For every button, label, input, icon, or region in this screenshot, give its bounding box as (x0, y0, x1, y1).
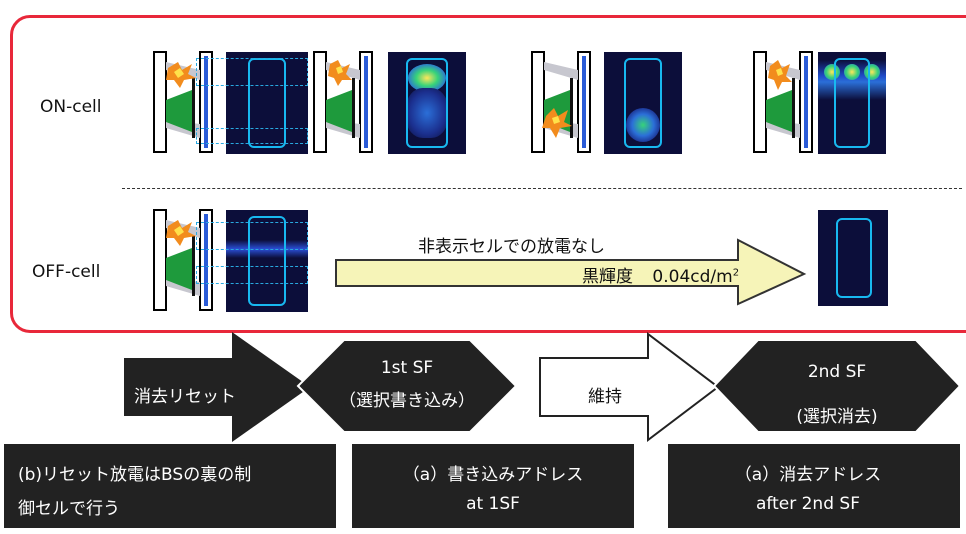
no-discharge-text: 非表示セルでの放電なし (418, 237, 605, 257)
cell-schematic-on-1 (153, 51, 213, 153)
cell-schematic-on-4 (753, 51, 813, 153)
luminance-on-2 (388, 52, 466, 154)
black-luminance-sup: 2 (732, 267, 740, 279)
off-cell-label: OFF-cell (32, 262, 101, 282)
luminance-off-1 (226, 210, 308, 312)
erase-reset-label: 消去リセット (134, 387, 236, 407)
on-cell-label: ON-cell (40, 97, 102, 117)
note-erase-line2: after 2nd SF (756, 494, 860, 514)
dashed-highlight-on-low (196, 128, 308, 144)
note-write-line1: （a）書き込みアドレス (402, 465, 584, 485)
black-luminance-value: 0.04cd/m (652, 267, 733, 287)
second-sf-hexagon (712, 339, 962, 433)
cell-schematic-on-2 (313, 51, 373, 153)
note-reset-line2: 御セルで行う (18, 499, 120, 519)
erase-reset-arrow (124, 332, 310, 442)
luminance-on-3 (604, 52, 682, 154)
row-separator (122, 188, 962, 189)
dashed-highlight-off-low (196, 266, 308, 284)
dashed-highlight-off (196, 222, 308, 250)
diagram-frame (10, 15, 966, 333)
cell-schematic-on-3 (531, 51, 591, 153)
note-reset-discharge: (b)リセット放電はBSの裏の制 御セルで行う (4, 444, 336, 528)
sustain-arrow (539, 332, 720, 442)
first-sf-subtitle: （選択書き込み） (339, 391, 475, 411)
dashed-highlight-on (196, 58, 308, 86)
black-luminance-label: 黒輝度 0.04cd/m2 (582, 262, 739, 287)
first-sf-title: 1st SF (380, 358, 434, 378)
second-sf-subtitle: (選択消去) (796, 407, 878, 427)
second-sf-title: 2nd SF (807, 362, 867, 382)
luminance-on-4 (818, 52, 886, 154)
note-write-line2: at 1SF (466, 494, 520, 514)
sustain-label: 維持 (588, 387, 622, 407)
cell-schematic-off (153, 209, 213, 311)
luminance-on-1 (226, 52, 308, 154)
note-reset-line1: (b)リセット放電はBSの裏の制 (18, 465, 252, 485)
first-sf-hexagon (296, 339, 518, 433)
black-luminance-prefix: 黒輝度 (582, 267, 633, 287)
luminance-off-final (818, 210, 888, 306)
note-erase-address: （a）消去アドレス after 2nd SF (668, 444, 960, 528)
note-erase-line1: （a）消去アドレス (734, 465, 882, 485)
no-discharge-arrow (335, 238, 807, 306)
note-write-address: （a）書き込みアドレス at 1SF (352, 444, 634, 528)
